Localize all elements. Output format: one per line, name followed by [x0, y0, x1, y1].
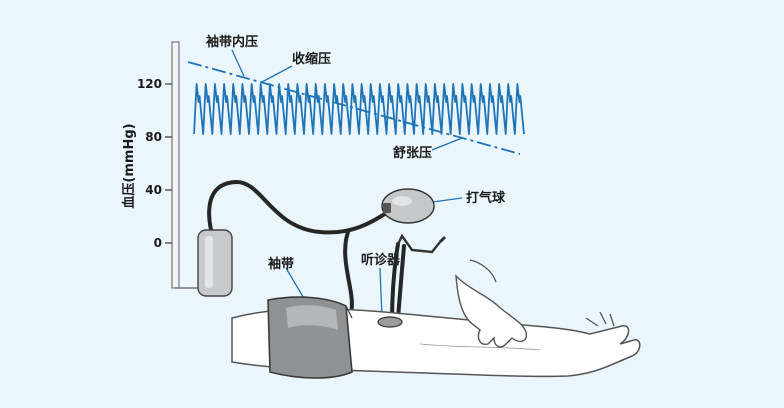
manometer: 120 80 40 0 血压(mmHg): [121, 41, 198, 289]
cuff-highlight: [286, 305, 338, 330]
arm-crease: [419, 343, 541, 351]
earpiece-frame: [396, 233, 441, 254]
examiner-hand: [455, 259, 527, 348]
stethoscope-tube-2: [396, 244, 406, 320]
cuff-pressure-leader: [231, 49, 245, 77]
stethoscope-label: 听诊器: [361, 252, 401, 268]
fingers: [585, 311, 615, 327]
reservoir-highlight: [205, 236, 213, 288]
diastolic-leader: [431, 137, 463, 151]
tick-label-120: 120: [137, 77, 162, 91]
cuff-pressure-label: 袖带内压: [206, 34, 258, 50]
systolic-leader: [261, 65, 293, 83]
hand-outline: [455, 274, 527, 348]
cuff-pressure-line: [187, 61, 521, 155]
y-axis-label: 血压(mmHg): [121, 123, 137, 208]
mercury-reservoir: [197, 229, 233, 297]
bulb-valve: [383, 203, 391, 213]
cuff-edge: [345, 305, 353, 319]
pressure-waveform: [193, 83, 525, 135]
blood-pressure-cuff: [267, 296, 353, 379]
stethoscope-earpieces: [396, 233, 447, 254]
stethoscope-leader: [379, 267, 383, 319]
tick-label-40: 40: [145, 183, 162, 197]
tick-label-0: 0: [154, 236, 162, 250]
tick-label-80: 80: [145, 130, 162, 144]
bulb-highlight: [392, 196, 412, 206]
stethoscope-chestpiece: [377, 316, 403, 328]
bulb-tube: [207, 179, 390, 235]
mercury-column: [171, 41, 180, 289]
reservoir-body: [197, 229, 233, 297]
systolic-label: 收缩压: [292, 51, 331, 67]
cuff-tube: [343, 230, 354, 318]
cuff-label: 袖带: [268, 256, 294, 272]
squeeze-bulb: [381, 188, 435, 224]
wrist: [469, 259, 497, 283]
earpiece-tip: [438, 235, 447, 244]
diastolic-label: 舒张压: [393, 145, 432, 161]
bulb-label: 打气球: [466, 190, 506, 206]
